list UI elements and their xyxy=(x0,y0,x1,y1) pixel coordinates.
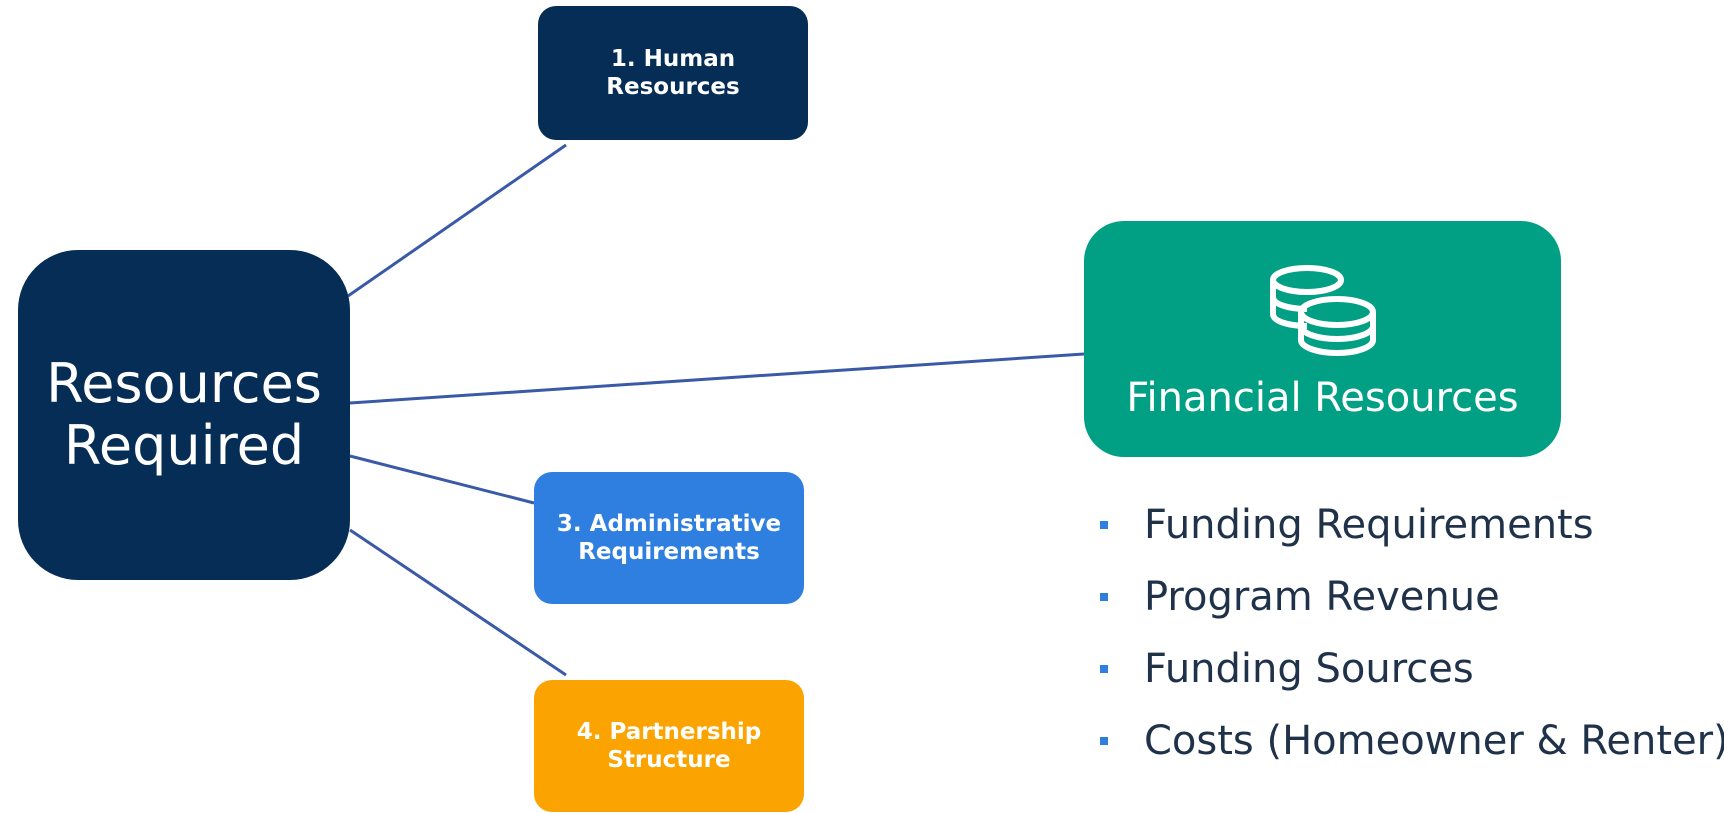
central-node-resources-required: Resources Required xyxy=(18,250,350,580)
list-item-label: Funding Requirements xyxy=(1144,502,1594,548)
bullet-icon xyxy=(1100,665,1108,673)
list-item: Program Revenue xyxy=(1100,561,1724,633)
list-item-label: Costs (Homeowner & Renter) xyxy=(1144,718,1724,764)
list-item: Costs (Homeowner & Renter) xyxy=(1100,705,1724,777)
node-human-resources: 1. Human Resources xyxy=(538,6,808,140)
central-node-label: Resources Required xyxy=(46,352,322,477)
list-item-label: Program Revenue xyxy=(1144,574,1500,620)
financial-items-list: Funding Requirements Program Revenue Fun… xyxy=(1100,489,1724,777)
bullet-icon xyxy=(1100,737,1108,745)
connector-financial xyxy=(349,352,1085,405)
list-item-label: Funding Sources xyxy=(1144,646,1474,692)
node-administrative-requirements-label: 3. Administrative Requirements xyxy=(556,511,782,565)
node-human-resources-label: 1. Human Resources xyxy=(606,46,740,100)
list-item: Funding Sources xyxy=(1100,633,1724,705)
bullet-icon xyxy=(1100,521,1108,529)
node-financial-resources: Financial Resources xyxy=(1084,221,1561,457)
list-item: Funding Requirements xyxy=(1100,489,1724,561)
bullet-icon xyxy=(1100,593,1108,601)
node-partnership-structure-label: 4. Partnership Structure xyxy=(576,719,762,773)
node-partnership-structure: 4. Partnership Structure xyxy=(534,680,804,812)
coins-icon xyxy=(1269,265,1376,357)
connector-admin xyxy=(349,454,535,505)
connector-partner xyxy=(349,528,567,677)
node-financial-resources-label: Financial Resources xyxy=(1126,375,1519,421)
node-administrative-requirements: 3. Administrative Requirements xyxy=(534,472,804,604)
connector-human xyxy=(347,143,567,298)
